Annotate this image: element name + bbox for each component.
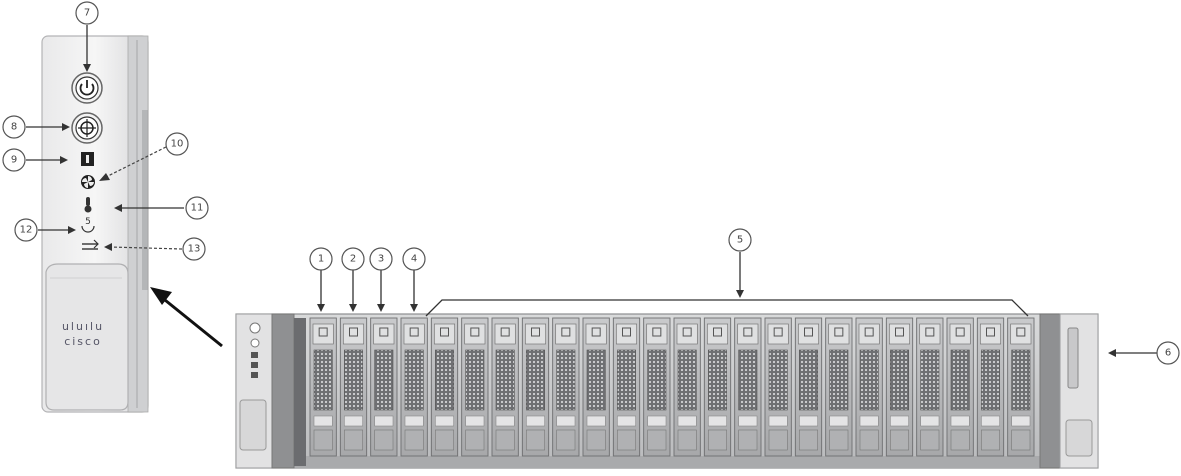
drive-bay[interactable] [673,317,701,457]
pull-tab-handle[interactable]: uluılu cisco [45,263,129,411]
drive-bay[interactable] [582,317,610,457]
drive-bay[interactable] [552,317,580,457]
callout-10: 10 [165,132,189,156]
network-link-led-icon [82,239,99,250]
drive-leader-lines [317,270,1158,357]
callout-2: 2 [341,247,365,271]
drive-bay[interactable] [885,317,914,457]
drive-bay[interactable] [339,317,368,457]
drive-bay[interactable] [764,317,792,457]
server-chassis [235,313,1099,469]
right-rack-ear [1039,313,1099,469]
svg-text:3: 3 [378,254,384,265]
fan-status-led-icon [81,175,95,189]
power-button-icon[interactable] [71,72,103,104]
system-status-led-icon [81,152,94,166]
svg-text:13: 13 [188,244,201,255]
cisco-logo-wordmark: cisco [64,335,102,348]
callout-5: 5 [728,228,752,252]
callout-7: 7 [75,1,99,25]
svg-text:5: 5 [85,217,91,227]
callout-4: 4 [402,247,426,271]
drive-bay[interactable] [703,317,732,457]
drive-bay[interactable] [461,317,489,457]
callout-6: 6 [1156,341,1180,365]
svg-text:9: 9 [11,155,17,166]
drive-bay[interactable] [794,317,823,457]
callout-9: 9 [2,148,26,172]
control-panel-leader-lines [26,25,184,251]
temperature-status-led-icon [84,197,92,213]
cisco-logo-bars: uluılu [62,320,104,333]
drive-bay[interactable] [370,317,398,457]
svg-text:6: 6 [1165,348,1171,359]
drive-bay[interactable] [491,317,519,457]
drive-bay[interactable] [825,317,853,457]
svg-text:5: 5 [737,235,743,246]
callout-3: 3 [369,247,393,271]
svg-text:12: 12 [20,225,33,236]
drive-bay[interactable] [734,317,762,457]
svg-text:2: 2 [350,254,356,265]
svg-text:4: 4 [411,254,417,265]
svg-text:11: 11 [191,203,204,214]
drive-bay[interactable] [916,317,944,457]
drive-bay[interactable] [643,317,671,457]
callout-11: 11 [185,196,209,220]
svg-text:8: 8 [11,122,17,133]
svg-text:10: 10 [171,139,184,150]
drive-bay[interactable] [855,317,883,457]
drive-bay[interactable] [1007,317,1035,457]
drive-bay[interactable] [612,317,641,457]
callout-12: 12 [14,218,38,242]
drive-bay[interactable] [400,317,428,457]
svg-text:7: 7 [84,8,90,19]
power-supply-status-led-icon: 5 [81,217,95,233]
left-rack-ear [235,313,273,469]
drive-group-bracket [425,252,1029,317]
control-panel-closeup: 5 uluılu cisco [41,35,149,413]
zoom-arrow [150,287,223,348]
drive-bay[interactable] [309,317,337,457]
callout-1: 1 [309,247,333,271]
drive-bay[interactable] [521,317,550,457]
unit-id-button-icon[interactable] [71,112,103,144]
drive-bay-array [309,317,1035,457]
drive-bay[interactable] [976,317,1005,457]
callout-13: 13 [182,237,206,261]
drive-bay[interactable] [946,317,974,457]
callout-8: 8 [2,115,26,139]
drive-bay[interactable] [430,317,459,457]
svg-text:1: 1 [318,254,324,265]
